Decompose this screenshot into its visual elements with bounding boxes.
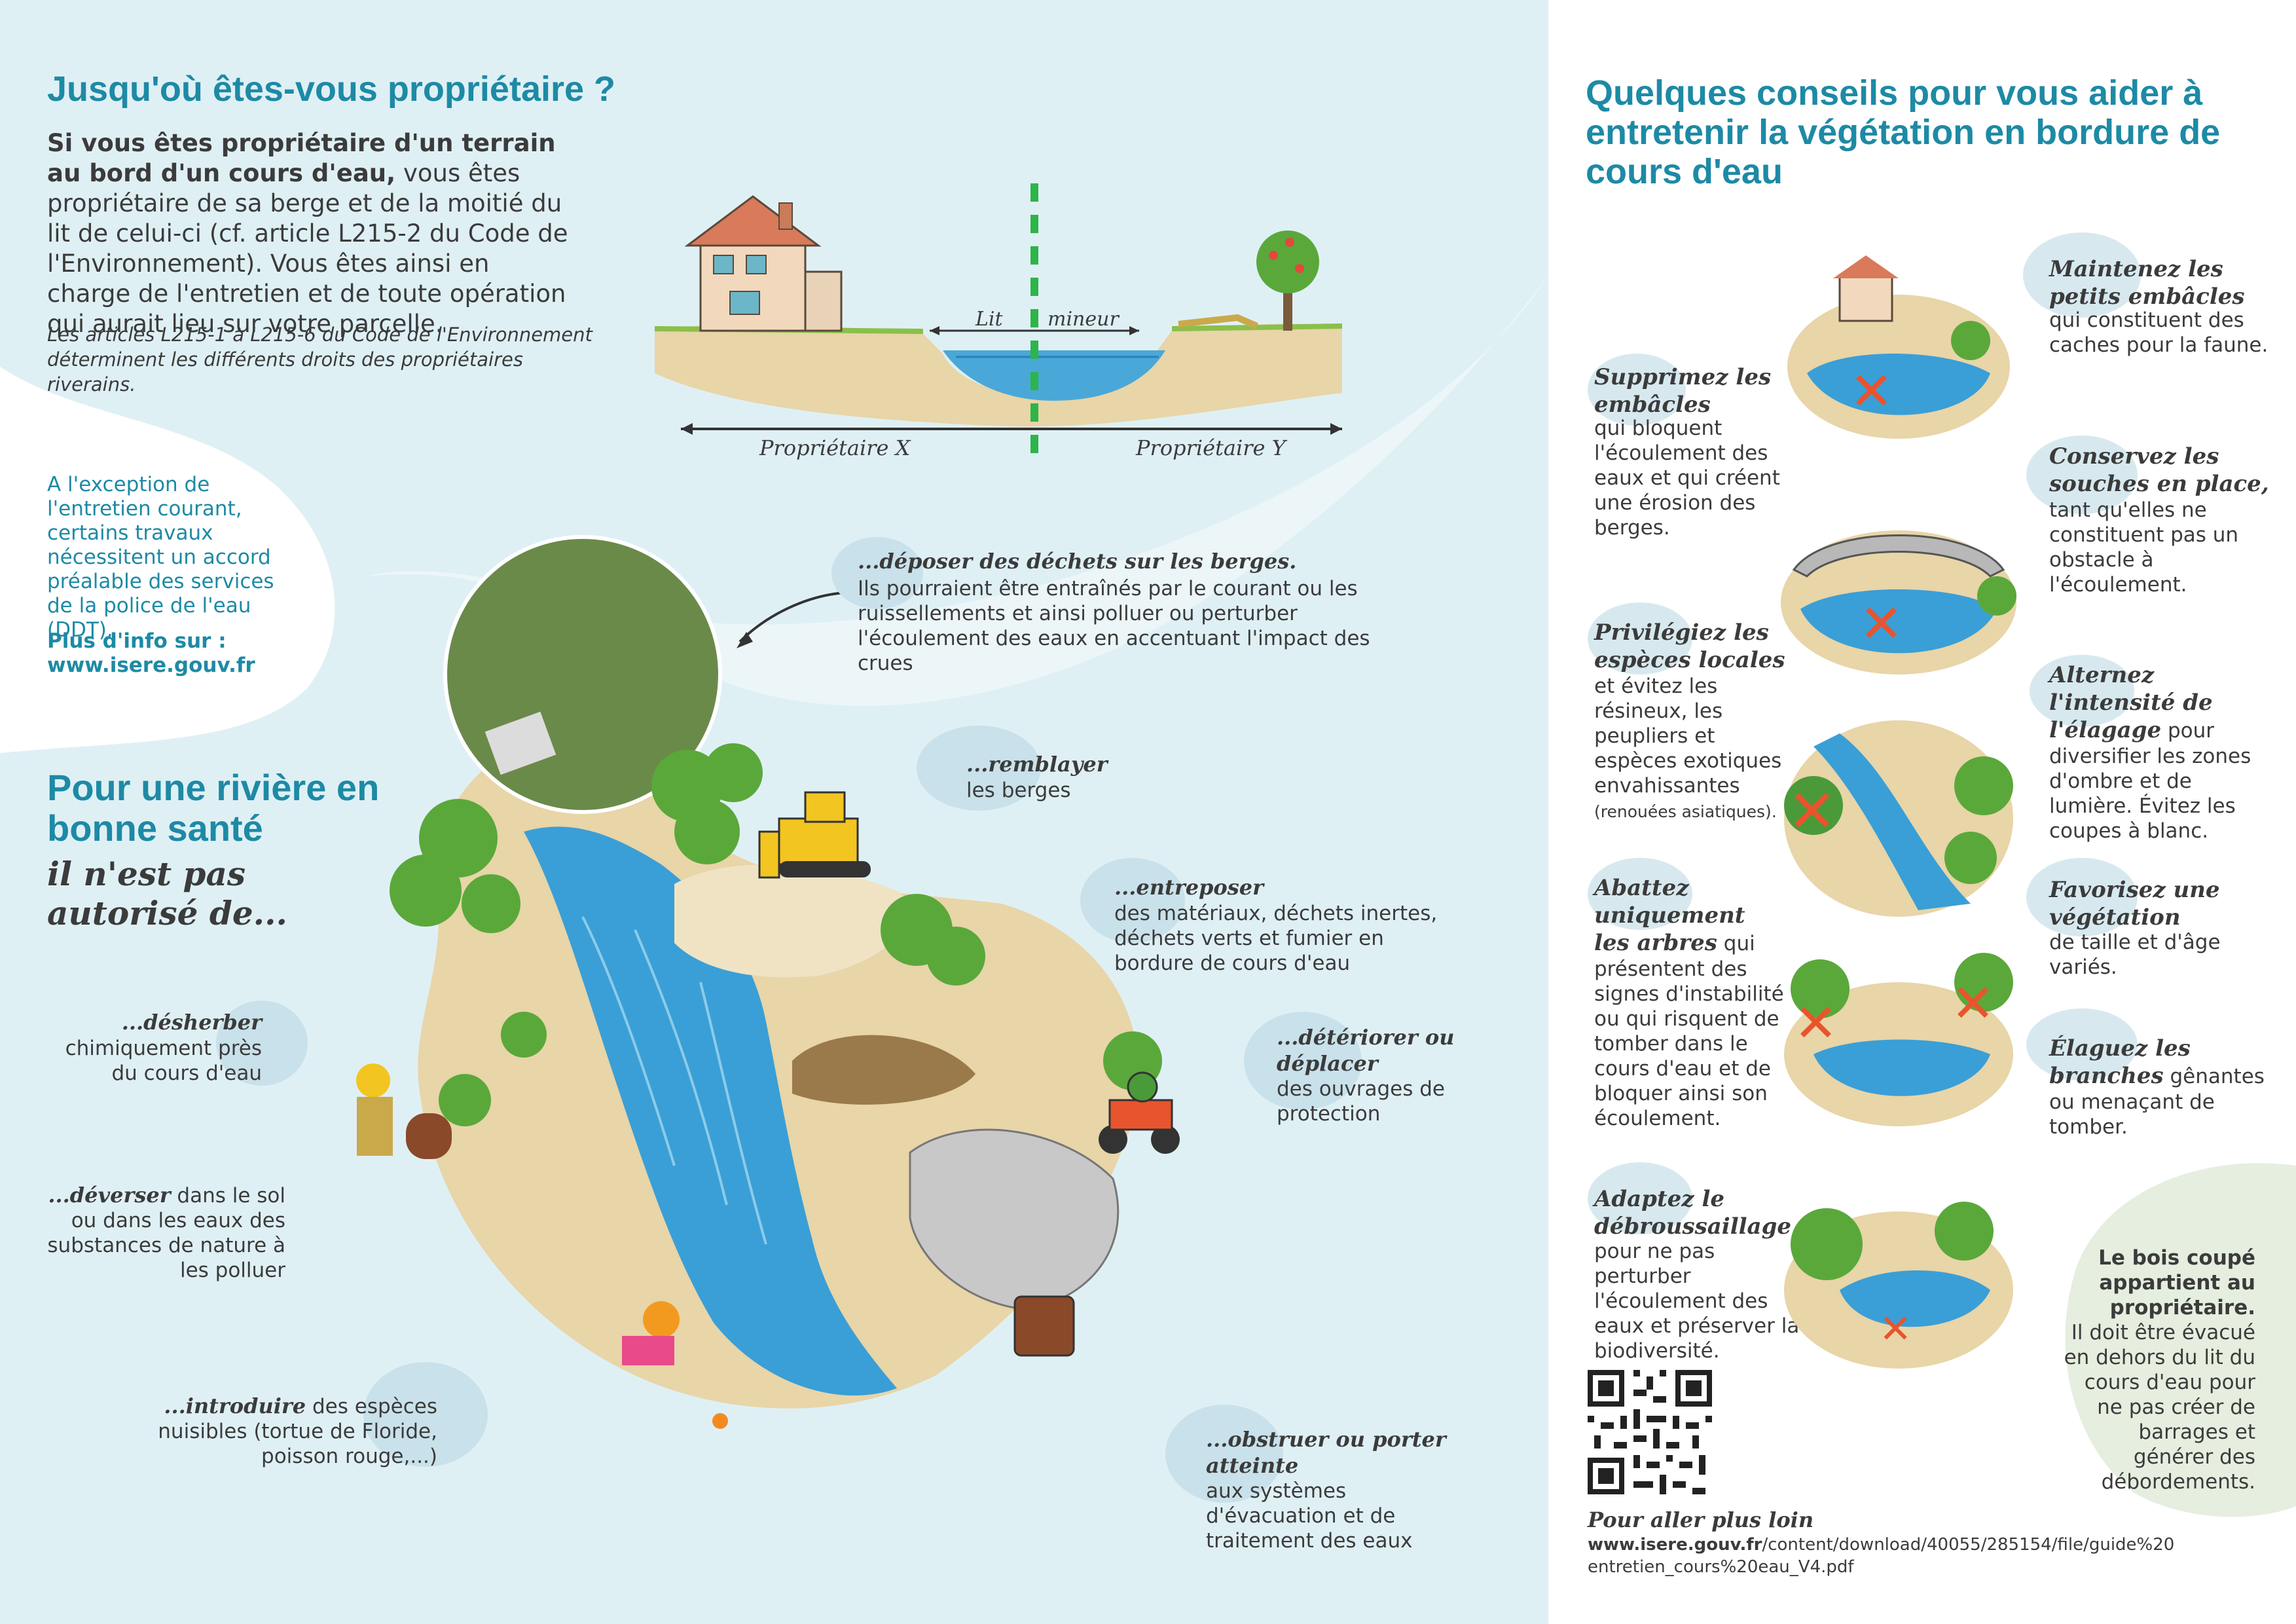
- entreposer-text: des matériaux, déchets inertes, déchets …: [1114, 902, 1438, 975]
- obstruer-title: ...obstruer ou porter atteinte: [1206, 1427, 1446, 1478]
- svg-text:✕: ✕: [1859, 593, 1903, 654]
- deverser-title: ...déverser: [48, 1183, 171, 1208]
- ownership-bold: Si vous êtes propriétaire d'un terrain a…: [47, 129, 556, 187]
- introduire-title: ...introduire: [164, 1393, 306, 1418]
- tip-abattez-block: Abattez uniquement les arbres qui présen…: [1594, 874, 1784, 1131]
- tip-adaptez-title: Adaptez le débroussaillage: [1594, 1186, 1791, 1240]
- tip-favorisez-title: Favorisez une végétation: [2049, 877, 2220, 931]
- deverser-text: dans le sol ou dans les eaux des substan…: [47, 1184, 285, 1282]
- background-waves: [0, 0, 1548, 753]
- tree-icon: [1256, 231, 1319, 331]
- guide-url-rest1: /content/download/40055/285154/file/guid…: [1762, 1535, 2175, 1555]
- entreposer-title: ...entreposer: [1114, 875, 1264, 900]
- tip-elaguez-text: gênantes ou menaçant de tomber.: [2049, 1065, 2265, 1139]
- tip-alternez-title: Alternez l'intensité de l'élagage: [2049, 662, 2213, 743]
- ownership-paragraph: Si vous êtes propriétaire d'un terrain a…: [47, 128, 571, 339]
- tip-conservez-title: Conservez les souches en place,: [2049, 443, 2269, 497]
- ownership-articles-note: Les articles L215-1 à L215-6 du Code de …: [47, 323, 592, 396]
- guide-url-bold: www.isere.gouv.fr: [1588, 1535, 1762, 1555]
- tip-conservez-text: tant qu'elles ne constituent pas un obst…: [2049, 498, 2239, 597]
- diagram-mineur-label: mineur: [1048, 308, 1119, 331]
- tip-privilegiez-text: et évitez les résineux, les peupliers et…: [1594, 674, 1782, 798]
- deposer-text: Ils pourraient être entraînés par le cou…: [858, 577, 1370, 675]
- tip-abattez-title: Abattez uniquement les arbres: [1594, 875, 1745, 956]
- tip-favorisez-text: de taille et d'âge variés.: [2049, 931, 2221, 979]
- tip-privilegiez-block: Privilégiez les espèces locales et évite…: [1594, 619, 1791, 824]
- svg-text:✕: ✕: [1850, 361, 1893, 422]
- ownership-diagram: [654, 183, 1343, 465]
- left-title: Jusqu'où êtes-vous propriétaire ?: [47, 69, 616, 109]
- tip-abattez-text: qui présentent des signes d'instabilité …: [1594, 932, 1784, 1130]
- tip-alternez-text: pour diversifier les zones d'ombre et de…: [2049, 719, 2251, 843]
- bulldozer-icon: [758, 791, 871, 879]
- svg-text:✕: ✕: [1794, 993, 1838, 1054]
- tip-maintenez-title: Maintenez les petits embâcles: [2049, 256, 2245, 310]
- deverser-block: ...déverser dans le sol ou dans les eaux…: [39, 1183, 285, 1283]
- owner-x-label: Propriétaire X: [759, 435, 911, 460]
- guide-url-rest2: entretien_cours%20eau_V4.pdf: [1588, 1557, 1854, 1577]
- introduire-block: ...introduire des espèces nuisibles (tor…: [157, 1393, 437, 1469]
- tips-illustrations: ✕ ✕ ✕ ✕ ✕ ✕: [1781, 255, 2016, 1369]
- isere-link[interactable]: www.isere.gouv.fr: [47, 654, 255, 677]
- tip-adaptez-text: pour ne pas perturber l'écoulement des e…: [1594, 1240, 1800, 1363]
- deposer-title: ...déposer des déchets sur les berges.: [858, 549, 1297, 574]
- tip-conservez-block: Conservez les souches en place, tant qu'…: [2049, 443, 2272, 597]
- more-label: Pour aller plus loin: [1588, 1507, 1814, 1532]
- ownership-text: vous êtes propriétaire de sa berge et de…: [47, 159, 568, 338]
- gardener-icon: [356, 1063, 452, 1159]
- svg-text:✕: ✕: [1951, 973, 1995, 1034]
- tip-privilegiez-title: Privilégiez les espèces locales: [1594, 619, 1785, 673]
- section-subtitle: il n'est pas autorisé de...: [47, 855, 287, 932]
- qr-code[interactable]: [1588, 1370, 1712, 1494]
- tip-elaguez-block: Élaguez les branches gênantes ou menaçan…: [2049, 1035, 2272, 1139]
- tip-supprimez-title: Supprimez les embâcles: [1594, 364, 1772, 418]
- owner-y-label: Propriétaire Y: [1136, 435, 1286, 460]
- introduire-text: des espèces nuisibles (tortue de Floride…: [158, 1395, 437, 1468]
- svg-text:✕: ✕: [1787, 777, 1836, 846]
- ddt-note: A l'exception de l'entretien courant, ce…: [47, 473, 274, 642]
- species-illustration: [1784, 720, 2013, 917]
- house-icon: [684, 195, 843, 332]
- desherber-title: ...désherber: [121, 1010, 262, 1035]
- desherber-text: chimiquement près du cours d'eau: [65, 1037, 262, 1085]
- tip-privilegiez-small: (renouées asiatiques).: [1594, 802, 1777, 821]
- tip-elaguez-title: Élaguez les branches: [2049, 1035, 2191, 1089]
- child-icon: [622, 1301, 680, 1365]
- right-title: Quelques conseils pour vous aider à entr…: [1586, 73, 2221, 191]
- trees-group: [390, 743, 1162, 1126]
- deteriorer-title: ...détériorer ou déplacer: [1277, 1025, 1455, 1076]
- remblayer-text: les berges: [966, 779, 1071, 802]
- brush-illustration: [1784, 1202, 2013, 1369]
- quad-icon: [1099, 1071, 1180, 1154]
- deteriorer-text: des ouvrages de protection: [1277, 1077, 1445, 1126]
- diagram-lit-label: Lit: [975, 308, 1003, 331]
- section-title: Pour une rivière en bonne santé: [47, 767, 380, 849]
- embacles-illustration: [1787, 255, 2010, 439]
- more-info-label: Plus d'info sur :: [47, 629, 227, 653]
- tip-supprimez-text: qui bloquent l'écoulement des eaux et qu…: [1594, 416, 1780, 540]
- river-illustration: [356, 535, 1180, 1429]
- remblayer-title: ...remblayer: [966, 752, 1108, 777]
- tip-alternez-block: Alternez l'intensité de l'élagage pour d…: [2049, 661, 2272, 843]
- bridge-illustration: [1781, 530, 2016, 674]
- bois-text: Il doit être évacué en dehors du lit du …: [2064, 1321, 2255, 1494]
- svg-text:✕: ✕: [1879, 1306, 1912, 1352]
- trees-illustration: [1784, 953, 2013, 1126]
- bois-bubble: [2065, 1163, 2296, 1517]
- tip-maintenez-text: qui constituent des caches pour la faune…: [2049, 308, 2269, 357]
- bois-bold: Le bois coupé appartient au propriétaire…: [2098, 1246, 2255, 1320]
- goldfish-icon: [712, 1413, 728, 1429]
- guide-url[interactable]: www.isere.gouv.fr/content/download/40055…: [1588, 1534, 2210, 1578]
- obstruer-text: aux systèmes d'évacuation et de traiteme…: [1206, 1479, 1413, 1553]
